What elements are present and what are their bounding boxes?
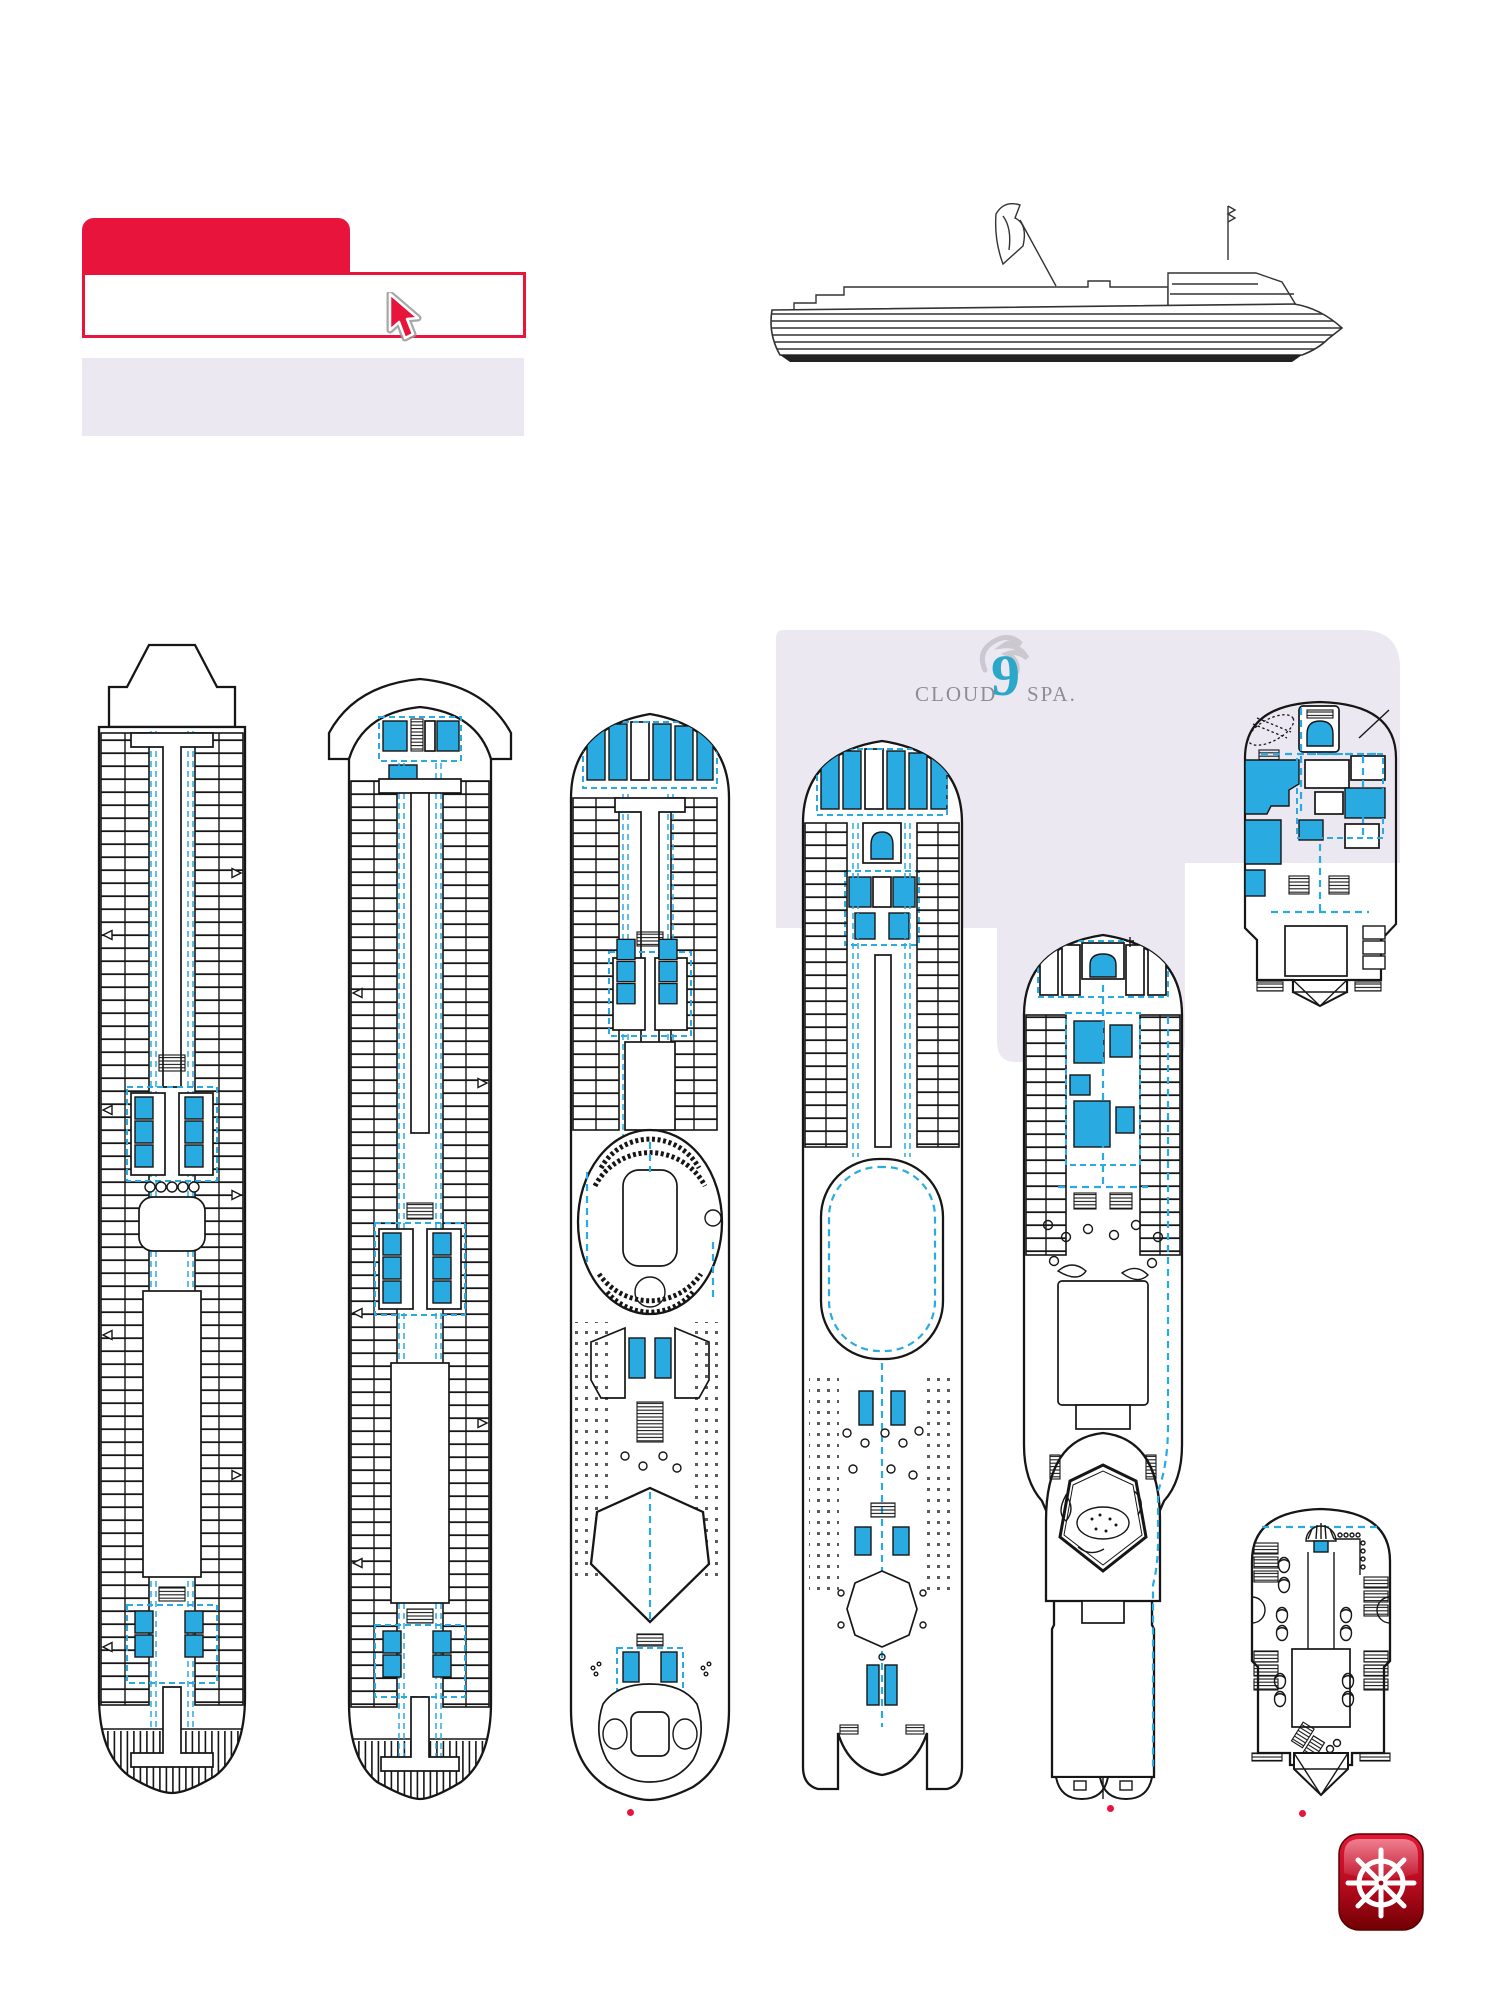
deck-plan-2[interactable]	[325, 663, 515, 1805]
deck-plan-3[interactable]	[563, 702, 737, 1803]
page-marker-dot	[1299, 1810, 1306, 1817]
cruise-ship-profile-icon	[770, 202, 1344, 362]
deck-plan-4[interactable]	[795, 727, 970, 1800]
pointer-cursor-icon	[386, 292, 422, 342]
logo-word-spa: SPA.	[1027, 682, 1077, 706]
deck-plan-1[interactable]	[87, 635, 257, 1802]
page-marker-dot	[627, 1809, 634, 1816]
logo-numeral-9: 9	[991, 643, 1020, 708]
logo-word-cloud: CLOUD	[915, 682, 998, 706]
cloud9spa-logo: CLOUD 9 SPA.	[905, 635, 1115, 720]
note-box[interactable]	[82, 272, 526, 338]
spa-panel	[776, 630, 1400, 1062]
page-marker-dot	[1107, 1805, 1114, 1812]
deck-plan-5[interactable]	[1018, 925, 1188, 1805]
info-panel	[82, 358, 524, 436]
deck-plan-sun[interactable]	[1246, 1501, 1396, 1805]
section-tab[interactable]	[82, 218, 350, 272]
cloud9-swirl-icon	[979, 635, 1030, 674]
deck-plan-spa[interactable]	[1241, 694, 1400, 1014]
helm-wheel-app-icon[interactable]	[1338, 1833, 1424, 1931]
